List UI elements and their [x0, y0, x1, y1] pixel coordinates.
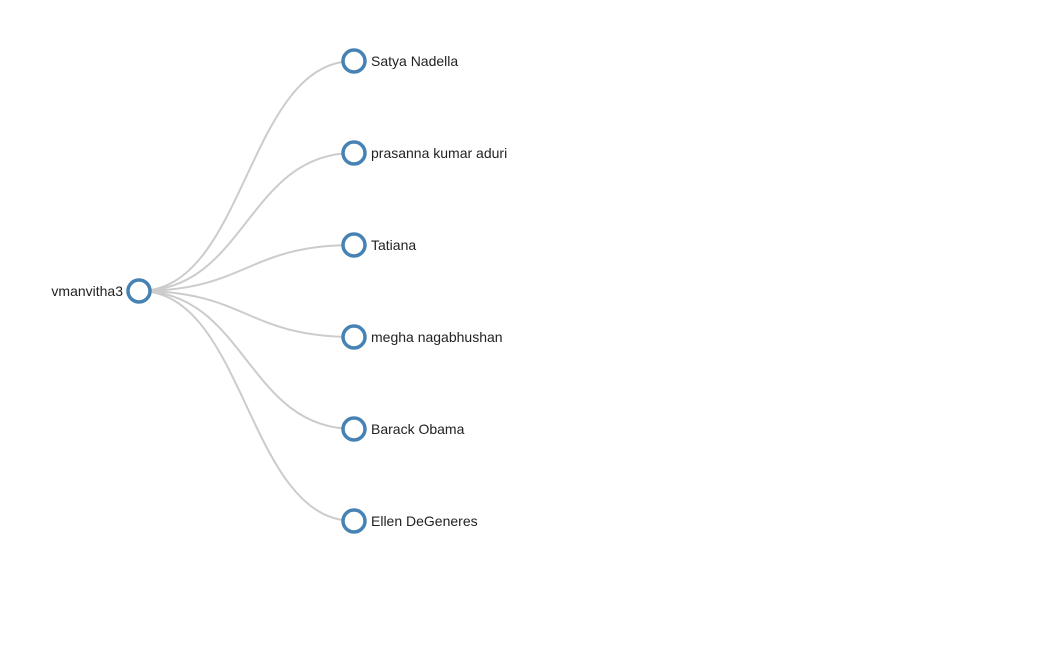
tree-links	[138, 60, 355, 522]
tree-link	[138, 244, 355, 292]
child-node-circle[interactable]	[341, 416, 367, 442]
root-node[interactable]: vmanvitha3	[51, 278, 152, 304]
child-node-circle[interactable]	[341, 232, 367, 258]
child-node-circle[interactable]	[341, 508, 367, 534]
child-node-circle[interactable]	[341, 48, 367, 74]
child-node-label: prasanna kumar aduri	[371, 145, 507, 161]
tree-link	[138, 290, 355, 338]
child-node[interactable]: prasanna kumar aduri	[341, 140, 507, 166]
child-node-label: Ellen DeGeneres	[371, 513, 478, 529]
child-node[interactable]: Tatiana	[341, 232, 416, 258]
tree-link	[138, 290, 355, 430]
child-node[interactable]: Barack Obama	[341, 416, 465, 442]
child-node[interactable]: Satya Nadella	[341, 48, 458, 74]
child-node[interactable]: megha nagabhushan	[341, 324, 503, 350]
child-node-label: megha nagabhushan	[371, 329, 503, 345]
tree-link	[138, 60, 355, 292]
child-node-label: Satya Nadella	[371, 53, 458, 69]
root-node-label: vmanvitha3	[51, 283, 123, 299]
tree-nodes: vmanvitha3 Satya Nadella prasanna kumar a…	[51, 48, 507, 534]
child-node-circle[interactable]	[341, 140, 367, 166]
child-node-label: Tatiana	[371, 237, 416, 253]
child-node-label: Barack Obama	[371, 421, 465, 437]
root-node-circle[interactable]	[126, 278, 152, 304]
tree-link	[138, 152, 355, 292]
child-node[interactable]: Ellen DeGeneres	[341, 508, 478, 534]
tree-link	[138, 290, 355, 522]
child-node-circle[interactable]	[341, 324, 367, 350]
